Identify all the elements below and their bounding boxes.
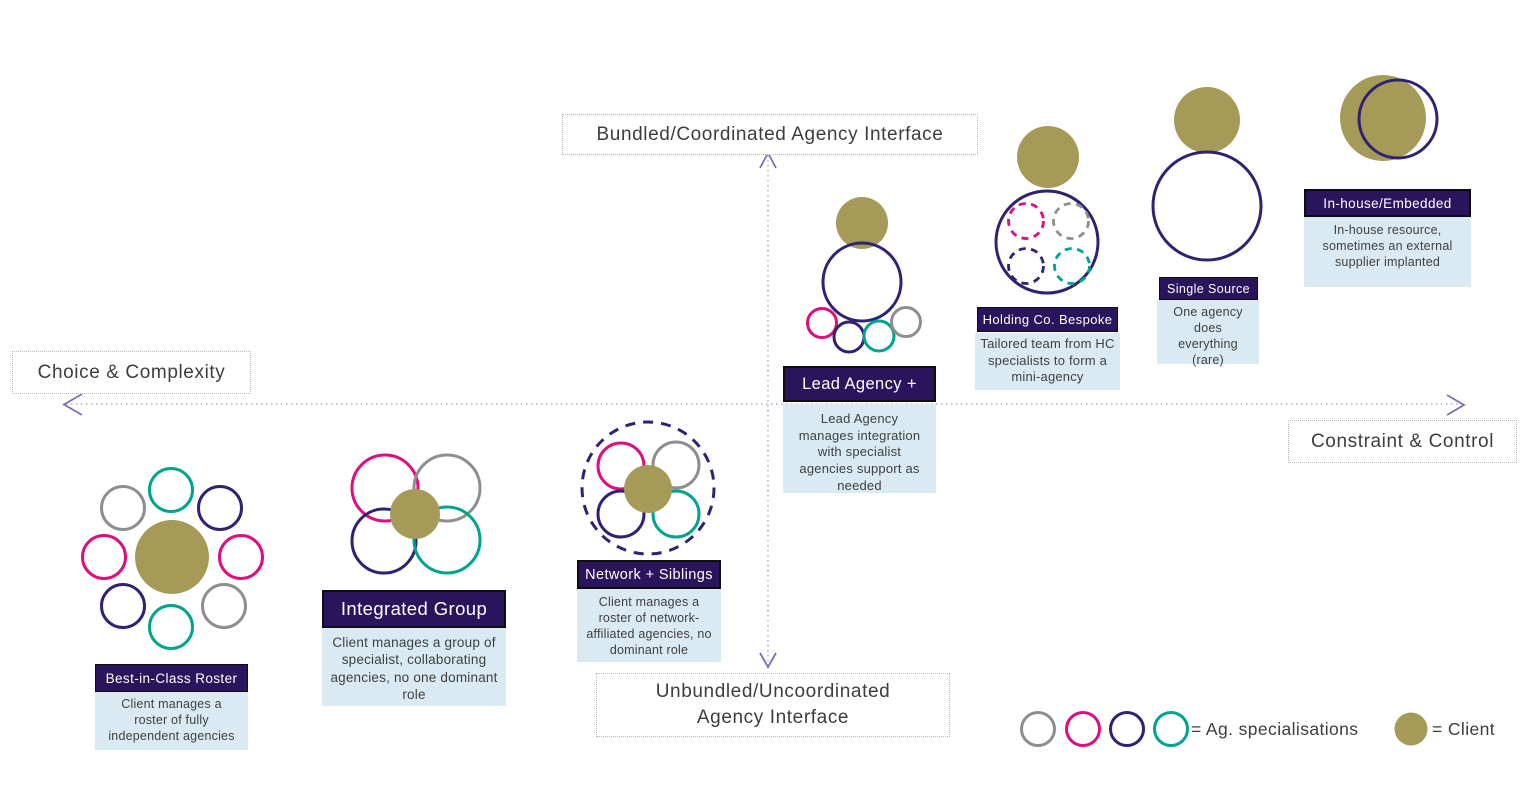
client-circle (836, 197, 888, 249)
agency-circle-teal (148, 604, 194, 650)
model-desc-best-in-class-roster: Client manages a roster of fully indepen… (95, 692, 248, 750)
agency-circle-navy (197, 485, 243, 531)
agency-circle-pink (81, 534, 127, 580)
model-desc-in-house-embedded: In-house resource, sometimes an external… (1304, 217, 1471, 287)
agency-circle-gray (890, 306, 922, 338)
agency-circle-teal-dashed (1053, 247, 1091, 285)
model-header-in-house-embedded: In-house/Embedded (1304, 189, 1471, 217)
model-desc-holding-co-bespoke: Tailored team from HC specialists to for… (975, 333, 1120, 390)
agency-circle-navy (596, 489, 646, 539)
model-description: One agency does everything (rare) (1173, 305, 1243, 367)
agency-circle-pink (350, 453, 420, 523)
lead-agency-diagram (806, 197, 922, 354)
agency-circle-gray (412, 453, 482, 523)
arrow-down-icon (759, 652, 777, 669)
bundled-axis-label-text: Bundled/Coordinated Agency Interface (596, 123, 944, 145)
agency-circle-navy (1151, 150, 1263, 262)
client-circle (390, 489, 440, 539)
model-desc-integrated-group: Client manages a group of specialist, co… (322, 628, 506, 706)
agency-circle-navy-dashed (1007, 247, 1045, 285)
holding-co-bespoke-diagram (994, 126, 1100, 295)
arrow-left-icon (62, 393, 83, 416)
agency-circle-navy (1357, 78, 1439, 160)
legend-agency-circle-teal (1153, 711, 1189, 747)
legend-agency-label: = Ag. specialisations (1191, 719, 1359, 739)
model-description: Client manages a roster of fully indepen… (108, 697, 235, 743)
constraint-control-text: Constraint & Control (1310, 430, 1495, 452)
network-siblings-diagram (580, 420, 716, 556)
unbundled-axis-label-text: Unbundled/Uncoordinated Agency Interface (655, 681, 891, 728)
horizontal-axis (62, 393, 1466, 416)
model-name: Network + Siblings (585, 566, 713, 583)
agency-circle-gray (201, 583, 247, 629)
client-circle (135, 520, 209, 594)
model-header-integrated-group: Integrated Group (322, 590, 506, 628)
arrow-right-icon (1446, 394, 1466, 416)
network-dashed-circle (580, 420, 716, 556)
client-circle (1174, 87, 1240, 153)
unbundled-axis-label: Unbundled/Uncoordinated Agency Interface (596, 673, 950, 737)
model-header-lead-agency: Lead Agency + (783, 366, 936, 402)
agency-circle-gray-dashed (1052, 202, 1090, 240)
client-circle (624, 465, 672, 513)
choice-complexity-axis-label: Choice & Complexity (12, 351, 251, 394)
model-name: Integrated Group (340, 598, 488, 619)
agency-circle-teal (651, 489, 701, 539)
agency-circle-navy (832, 320, 866, 354)
lead-agency-circle (821, 241, 903, 323)
model-header-best-in-class-roster: Best-in-Class Roster (95, 664, 248, 692)
model-header-network-siblings: Network + Siblings (577, 560, 721, 589)
agency-circle-teal (862, 319, 896, 353)
single-source-diagram (1151, 87, 1263, 262)
agency-circle-teal (412, 505, 482, 575)
bundled-axis-label: Bundled/Coordinated Agency Interface (562, 114, 978, 155)
model-desc-lead-agency: Lead Agency manages integration with spe… (783, 404, 936, 493)
model-name: Best-in-Class Roster (105, 670, 238, 686)
agency-circle-navy (100, 583, 146, 629)
model-name: Lead Agency + (802, 374, 917, 393)
agency-circle-pink (806, 307, 838, 339)
agency-circle-navy (350, 507, 418, 575)
model-description: In-house resource, sometimes an external… (1322, 223, 1453, 269)
model-name: Single Source (1166, 281, 1251, 296)
model-header-single-source: Single Source (1159, 277, 1258, 300)
legend-agency-circle-gray (1020, 711, 1056, 747)
model-name: In-house/Embedded (1323, 195, 1452, 211)
model-header-holding-co-bespoke: Holding Co. Bespoke (977, 307, 1118, 332)
model-desc-single-source: One agency does everything (rare) (1157, 300, 1259, 367)
model-description: Client manages a roster of network-affil… (586, 595, 712, 657)
in-house-embedded-diagram (1340, 75, 1439, 161)
legend-client-label: = Client (1432, 719, 1496, 739)
agency-circle-gray (100, 485, 146, 531)
model-description: Client manages a group of specialist, co… (330, 635, 498, 702)
agency-circle-teal (148, 467, 194, 513)
agency-circle-pink-dashed (1007, 202, 1045, 240)
constraint-control-axis-label: Constraint & Control (1288, 420, 1517, 463)
vertical-axis (759, 151, 777, 669)
best-in-class-roster-diagram (81, 467, 264, 650)
client-circle (1340, 75, 1426, 161)
legend-agency-circle-navy (1109, 711, 1145, 747)
client-circle (1017, 126, 1079, 188)
choice-complexity-text: Choice & Complexity (37, 361, 226, 383)
legend-graphics (1020, 711, 1428, 747)
integrated-group-diagram (350, 453, 482, 575)
legend-agency-circle-pink (1065, 711, 1101, 747)
model-name: Holding Co. Bespoke (982, 312, 1113, 327)
mini-agency-circle (994, 189, 1100, 295)
model-description: Tailored team from HC specialists to for… (980, 336, 1115, 385)
agency-circle-gray (651, 440, 701, 490)
model-description: Lead Agency manages integration with spe… (798, 411, 921, 493)
agency-circle-pink (218, 534, 264, 580)
model-desc-network-siblings: Client manages a roster of network-affil… (577, 589, 721, 662)
legend-client-circle (1394, 712, 1428, 746)
